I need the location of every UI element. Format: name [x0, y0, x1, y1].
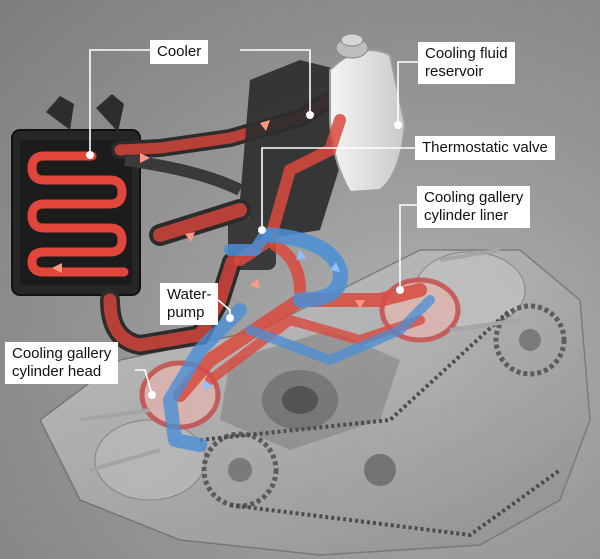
radiator	[11, 94, 141, 296]
label-gallery-head-line2: cylinder head	[12, 363, 102, 380]
callout-leaders	[86, 49, 418, 399]
label-gallery-liner-line1: Cooling gallery	[424, 189, 524, 206]
label-gallery-liner: Cooling gallery cylinder liner	[417, 186, 531, 228]
label-thermostatic-valve: Thermostatic valve	[415, 136, 555, 160]
label-gallery-head: Cooling gallery cylinder head	[5, 342, 119, 384]
radiator-coil	[27, 151, 129, 277]
label-water-pump-line2: pump	[167, 304, 205, 321]
label-cooler-text: Cooler	[157, 43, 202, 60]
flow-arrows	[52, 120, 365, 390]
label-water-pump-line1: Water-	[167, 286, 212, 303]
label-reservoir-line1: Cooling fluid	[425, 45, 508, 62]
coolant-reservoir	[329, 33, 407, 194]
label-gallery-liner-line2: cylinder liner	[424, 207, 509, 224]
label-reservoir-line2: reservoir	[425, 63, 484, 80]
cool-coolant-circuit	[163, 227, 435, 452]
label-thermostatic-valve-text: Thermostatic valve	[422, 139, 548, 156]
label-gallery-head-line1: Cooling gallery	[12, 345, 112, 362]
cam-gear-right	[364, 303, 567, 486]
label-reservoir: Cooling fluid reservoir	[418, 42, 515, 84]
cam-gear-left	[201, 431, 279, 509]
label-cooler: Cooler	[150, 40, 209, 64]
label-water-pump: Water- pump	[160, 283, 219, 325]
lower-hose	[100, 199, 251, 356]
